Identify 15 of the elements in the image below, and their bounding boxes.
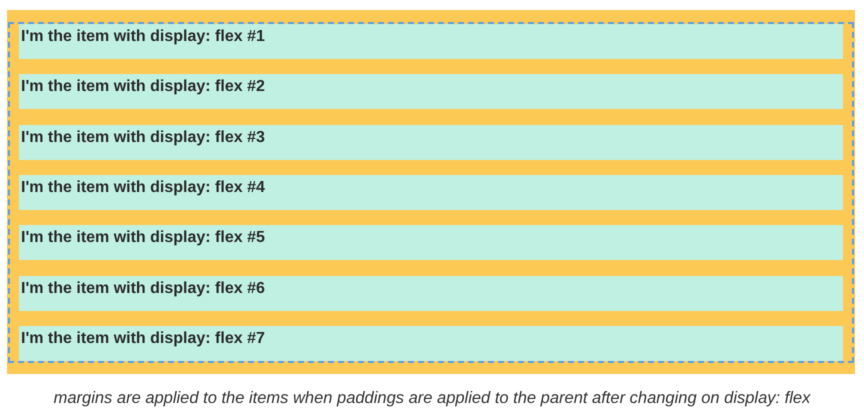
item-text: I'm the item with display: flex #7 <box>21 330 265 348</box>
item-text: I'm the item with display: flex #5 <box>21 229 265 248</box>
flex-item <box>19 225 843 260</box>
item-text: I'm the item with display: flex #3 <box>21 128 265 147</box>
item-text: I'm the item with display: flex #6 <box>21 280 265 298</box>
flex-item <box>19 74 843 110</box>
item-text: I'm the item with display: flex #4 <box>21 178 265 197</box>
item-text: I'm the item with display: flex #2 <box>21 78 265 96</box>
flex-item <box>19 326 843 361</box>
item-text: I'm the item with display: flex #1 <box>21 28 265 46</box>
flex-item <box>19 124 843 160</box>
flex-item <box>19 174 843 210</box>
flex-item <box>19 276 843 310</box>
caption: margins are applied to the items when paddings are applied to the parent after changing on display: flex <box>54 389 810 408</box>
flex-item <box>19 24 843 59</box>
